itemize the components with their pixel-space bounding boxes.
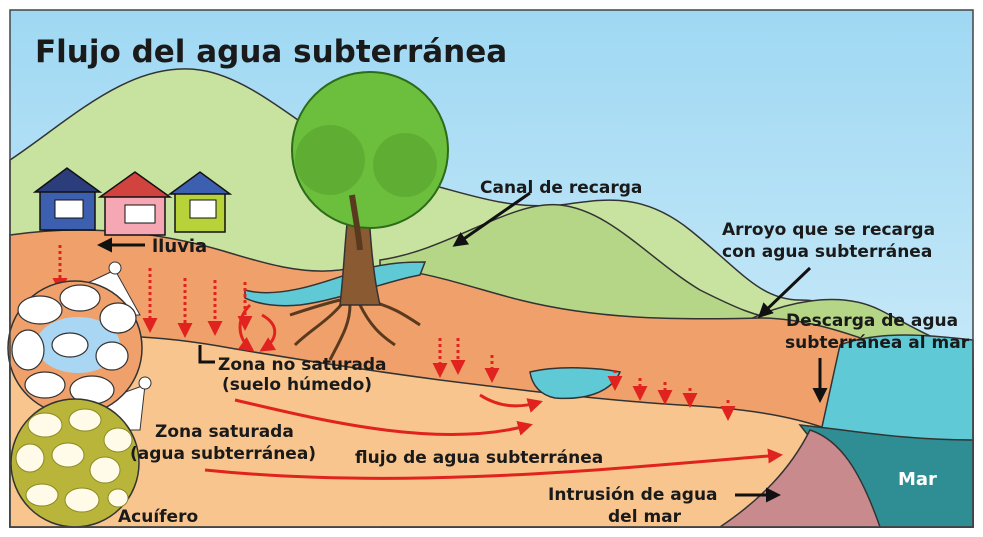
label-saturated-line2: (agua subterránea) xyxy=(130,444,316,464)
rain-arrow-icon xyxy=(52,245,736,421)
house-icon xyxy=(167,171,233,233)
frame xyxy=(9,9,974,528)
label-aquifer: Acuífero xyxy=(118,507,198,527)
label-unsaturated-line2: (suelo húmedo) xyxy=(222,375,372,395)
label-flow: flujo de agua subterránea xyxy=(355,448,603,468)
pointer-arrows xyxy=(97,191,828,503)
label-stream-line1: Arroyo que se recarga xyxy=(722,220,935,240)
label-unsaturated-line1: Zona no saturada xyxy=(218,355,387,375)
flow-arrow-icon xyxy=(204,303,783,480)
label-intrusion-line1: Intrusión de agua xyxy=(548,485,718,505)
tree-icon xyxy=(291,71,449,306)
house-icon xyxy=(32,167,103,231)
saturated-zone xyxy=(9,335,862,528)
label-discharge-line2: subterránea al mar xyxy=(785,333,970,353)
callout-dot xyxy=(108,261,122,275)
stream-water xyxy=(529,367,622,400)
recharge-channel-water xyxy=(244,261,427,307)
house-icon xyxy=(97,171,173,236)
label-intrusion-line2: del mar xyxy=(608,507,682,527)
label-sea: Mar xyxy=(898,469,937,490)
label-discharge-line1: Descarga de agua xyxy=(786,311,958,331)
label-saturated-line1: Zona saturada xyxy=(155,422,294,442)
rock-pore-icon xyxy=(7,280,143,416)
unsaturated-pointer xyxy=(198,345,215,364)
diagram-title: Flujo del agua subterránea xyxy=(35,34,507,70)
rock-pore-icon xyxy=(10,398,140,528)
label-rain: lluvia xyxy=(152,236,207,257)
label-recharge-channel: Canal de recarga xyxy=(480,178,642,198)
label-stream-line2: con agua subterránea xyxy=(722,242,932,262)
callout-dot xyxy=(138,376,152,390)
